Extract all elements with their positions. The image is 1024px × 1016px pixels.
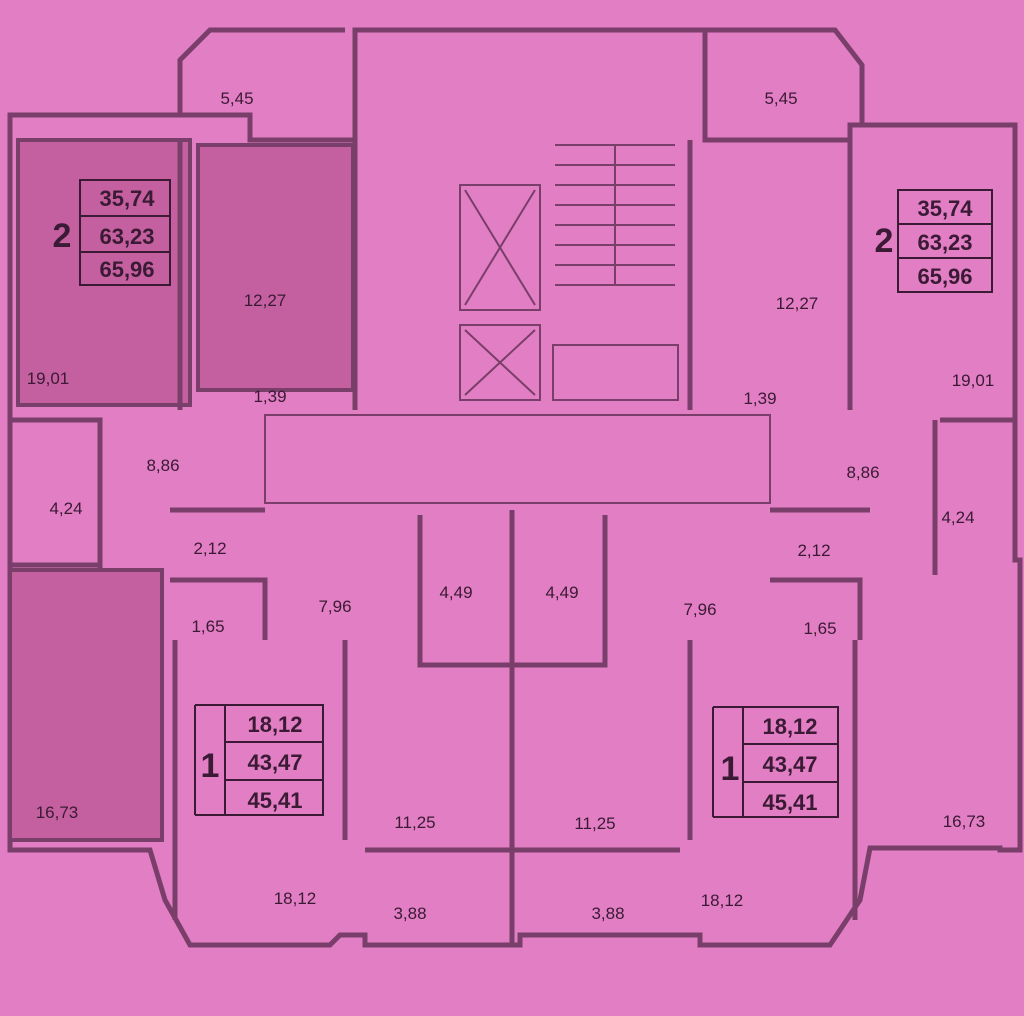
total-area-with-balcony: 65,96: [917, 264, 972, 289]
total-area-with-balcony: 65,96: [99, 257, 154, 282]
area-room1-left: 18,12: [274, 889, 317, 908]
apartment-badge-2-right: 2 35,74 63,23 65,96: [875, 189, 993, 293]
apartment-badge-1-left: 1 18,12 43,47 45,41: [194, 704, 324, 816]
living-area: 35,74: [99, 186, 155, 211]
apartment-badge-2-left: 2 35,74 63,23 65,96: [53, 179, 171, 286]
area-room-left: 19,01: [27, 369, 70, 388]
area-kitchen-right: 12,27: [776, 294, 819, 313]
area-wc-left: 1,39: [253, 387, 286, 406]
total-area-with-balcony: 45,41: [762, 790, 817, 815]
area-balcony-top-right: 5,45: [764, 89, 797, 108]
room-count: 1: [201, 747, 220, 785]
area-closet-left: 2,12: [193, 539, 226, 558]
area-loggia-right: 3,88: [591, 904, 624, 923]
area-closet-right: 2,12: [797, 541, 830, 560]
area-kitchen1-left: 11,25: [394, 813, 435, 832]
area-room-right: 19,01: [952, 371, 995, 390]
area-room1-right: 18,12: [701, 891, 744, 910]
area-hall-left: 8,86: [146, 456, 179, 475]
total-area: 43,47: [762, 752, 817, 777]
area-bath1-left: 4,49: [439, 583, 472, 602]
area-wc-right: 1,39: [743, 389, 776, 408]
room-count: 2: [875, 222, 894, 260]
area-hall-right: 8,86: [846, 463, 879, 482]
apartment-badge-1-right: 1 18,12 43,47 45,41: [712, 706, 839, 818]
area-labels: 5,45 5,45 12,27 12,27 19,01 19,01 1,39 1…: [27, 89, 995, 923]
area-balcony-top-left: 5,45: [220, 89, 253, 108]
area-hall1-left: 7,96: [318, 597, 351, 616]
area-room2-right: 16,73: [943, 812, 986, 831]
area-bath-right: 4,24: [941, 508, 974, 527]
area-loggia-left: 3,88: [393, 904, 426, 923]
total-area: 63,23: [99, 224, 154, 249]
area-room2-left: 16,73: [36, 803, 79, 822]
area-closet2-left: 1,65: [191, 617, 224, 636]
area-bath1-right: 4,49: [545, 583, 578, 602]
walls: [7, 27, 1023, 948]
area-closet2-right: 1,65: [803, 619, 836, 638]
total-area: 63,23: [917, 230, 972, 255]
living-area: 35,74: [917, 196, 973, 221]
area-kitchen1-right: 11,25: [574, 814, 615, 833]
room-count: 1: [721, 750, 740, 788]
room-count: 2: [53, 217, 72, 255]
area-kitchen-left: 12,27: [244, 291, 287, 310]
total-area: 43,47: [247, 750, 302, 775]
total-area-with-balcony: 45,41: [247, 788, 302, 813]
living-area: 18,12: [762, 714, 817, 739]
area-bath-left: 4,24: [49, 499, 82, 518]
living-area: 18,12: [247, 712, 302, 737]
area-hall1-right: 7,96: [683, 600, 716, 619]
